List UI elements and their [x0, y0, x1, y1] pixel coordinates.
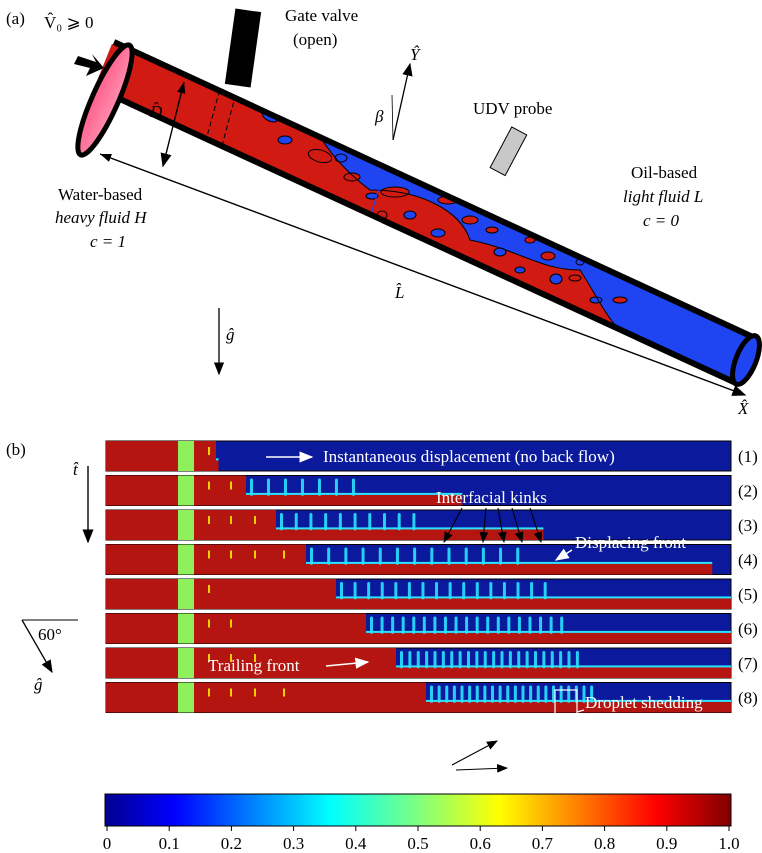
gate-valve: [224, 8, 262, 88]
x-axis-label: X̂: [737, 399, 749, 418]
colorbar-tick-label: 0.6: [470, 834, 491, 853]
instantaneous-annotation: Instantaneous displacement (no back flow…: [323, 447, 615, 466]
strip-label-1: (1): [738, 447, 758, 466]
inclined-gravity-arrow: [21, 619, 53, 674]
colorbar-tick-label: 1.0: [718, 834, 739, 853]
displacing-front-annotation: Displacing front: [575, 533, 686, 552]
light-label-line3: c = 0: [643, 211, 680, 230]
strip-6: [105, 613, 732, 644]
heavy-label-line2: heavy fluid H: [55, 208, 148, 227]
trailing-front-arrow: [325, 657, 370, 669]
pipe-inlet: [75, 42, 135, 158]
strip-label-2: (2): [738, 482, 758, 501]
panel-a: (a): [6, 6, 762, 418]
inclined-gravity-label: ĝ: [34, 675, 43, 694]
heavy-label-line3: c = 1: [90, 232, 126, 251]
colorbar-tick-label: 0.2: [221, 834, 242, 853]
udv-wave-1: [461, 183, 495, 191]
strip-label-4: (4): [738, 551, 758, 570]
gravity-label: ĝ: [226, 325, 235, 344]
diameter-label: D̂: [149, 102, 163, 121]
udv-probe: [489, 126, 528, 177]
droplet-shedding-arrow: [576, 709, 585, 713]
droplet-shedding-box: [554, 689, 578, 718]
heavy-label-line1: Water-based: [58, 185, 143, 204]
strip-label-3: (3): [738, 516, 758, 535]
strip-5: [105, 578, 732, 610]
y-axis-label: Ŷ: [410, 45, 421, 64]
vertical-reference: [391, 94, 394, 141]
droplet-shedding-annotation: Droplet shedding: [585, 693, 703, 712]
light-label-line1: Oil-based: [631, 163, 698, 182]
colorbar-tick-label: 0.4: [345, 834, 367, 853]
droplets-arrow-2: [455, 763, 509, 773]
length-label: L̂: [394, 283, 404, 302]
colorbar-tick-label: 0.9: [656, 834, 677, 853]
colorbar-tick-label: 0.7: [532, 834, 554, 853]
inflow-arrow: [74, 54, 104, 76]
strip-label-6: (6): [738, 620, 758, 639]
panel-a-label: (a): [6, 9, 25, 28]
strip-1: [105, 440, 732, 472]
kinks-arrows: [443, 507, 543, 544]
trailing-front-annotation: Trailing front: [208, 656, 300, 675]
strip-7: [105, 647, 732, 679]
pipe-bottom-wall: [94, 85, 740, 387]
time-label: t̂: [73, 460, 79, 479]
strip-label-8: (8): [738, 689, 758, 708]
diameter-arrow: [160, 81, 186, 168]
gate-label-line1: Gate valve: [285, 6, 358, 25]
udv-wave-2: [467, 195, 507, 205]
gate-label-line2: (open): [293, 30, 337, 49]
colorbar-tick-label: 0.1: [159, 834, 180, 853]
strip-label-7: (7): [738, 654, 758, 673]
colorbar: [104, 793, 732, 827]
colorbar-tick-label: 0.3: [283, 834, 304, 853]
strip-2: [105, 475, 732, 506]
length-arrow: [99, 153, 747, 396]
strips: (1) (2) (3) (4) (5) (6) (7) (8): [105, 440, 758, 713]
panel-b: (b) t̂ 60° ĝ (1) (2) (3) (4) (5) (6) (7) (8) In…: [6, 440, 758, 853]
inflow-label: V̂₀ ⩾ 0: [44, 13, 93, 32]
displacing-front-arrow: [554, 548, 573, 561]
y-axis-arrow: [392, 62, 413, 141]
strip-8: [105, 682, 732, 713]
angle-beta-label: β: [374, 107, 384, 126]
strip-label-5: (5): [738, 585, 758, 604]
strip-3: [105, 509, 732, 541]
colorbar-tick-label: 0: [103, 834, 112, 853]
angle-60-label: 60°: [38, 625, 62, 644]
colorbar-ticks: 0 0.1 0.2 0.3 0.4 0.5 0.6 0.7 0.8 0.9 1.0: [103, 826, 740, 853]
droplets-annotation: Droplets: [380, 759, 439, 778]
strip-4: [105, 544, 732, 575]
colorbar-tick-label: 0.5: [407, 834, 428, 853]
light-label-line2: light fluid L: [623, 187, 703, 206]
kinks-annotation: Interfacial kinks: [436, 488, 547, 507]
probe-label: UDV probe: [473, 99, 552, 118]
panel-b-label: (b): [6, 440, 26, 459]
colorbar-tick-label: 0.8: [594, 834, 615, 853]
droplets-arrow-1: [451, 740, 498, 766]
